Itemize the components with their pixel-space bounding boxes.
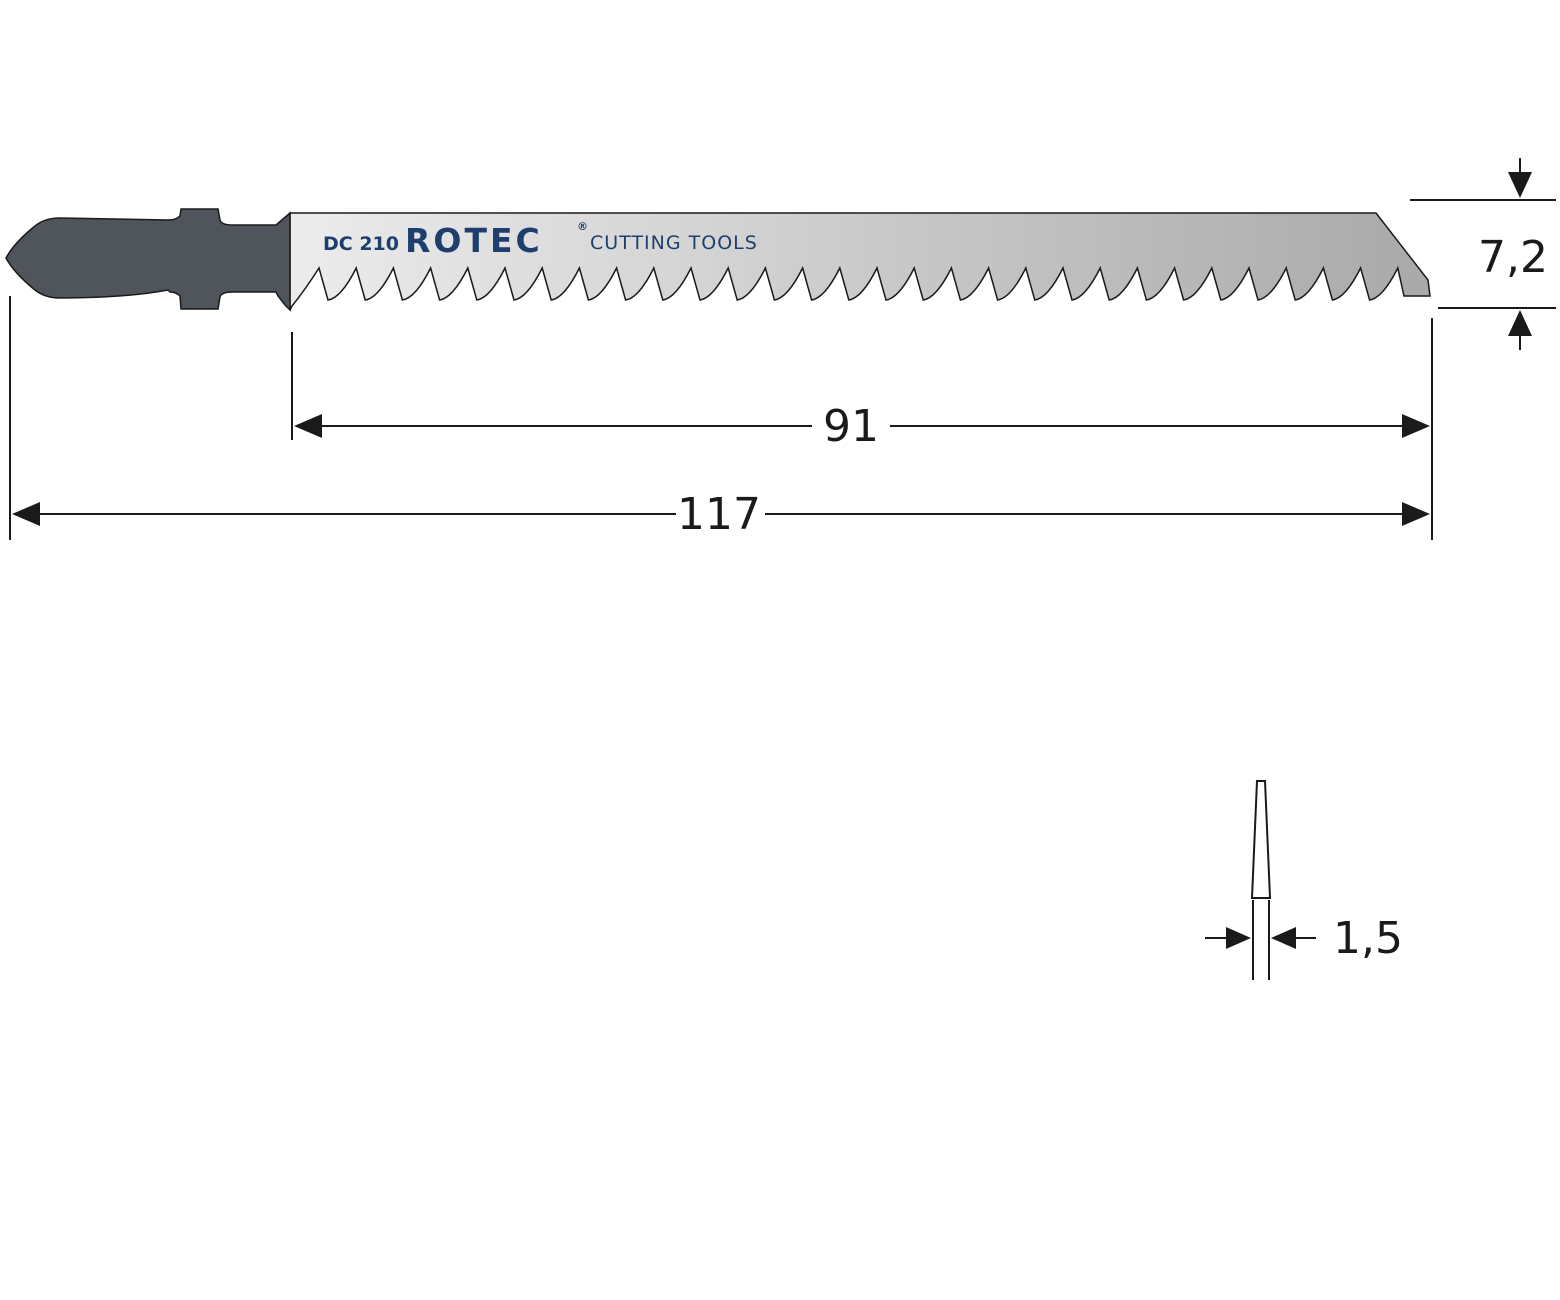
blade-length-dimension: 91 xyxy=(291,318,1433,540)
total-length-dimension: 117 xyxy=(9,296,1430,540)
blade-cross-section xyxy=(1250,780,1272,899)
blade-length-value: 91 xyxy=(823,401,879,452)
brand-logo: ROTEC xyxy=(405,221,543,260)
total-length-arrow-left xyxy=(12,502,40,526)
blade-shank xyxy=(5,208,291,312)
height-value: 7,2 xyxy=(1478,232,1548,283)
blade-length-arrow-left xyxy=(294,414,322,438)
height-arrow-up xyxy=(1508,310,1532,336)
height-dimension: 7,2 xyxy=(1410,158,1556,350)
blade-length-arrow-right xyxy=(1402,414,1430,438)
brand-tagline: CUTTING TOOLS xyxy=(590,232,758,254)
thickness-arrow-right xyxy=(1226,927,1251,949)
total-length-arrow-right xyxy=(1402,502,1430,526)
total-length-value: 117 xyxy=(677,489,761,540)
product-code: DC 210 xyxy=(323,233,399,255)
thickness-dimension: 1,5 xyxy=(1205,780,1403,980)
height-arrow-down xyxy=(1508,172,1532,198)
registered-mark: ® xyxy=(577,220,588,233)
thickness-value: 1,5 xyxy=(1333,913,1403,964)
thickness-arrow-left xyxy=(1271,927,1296,949)
blade-body xyxy=(289,212,1431,311)
